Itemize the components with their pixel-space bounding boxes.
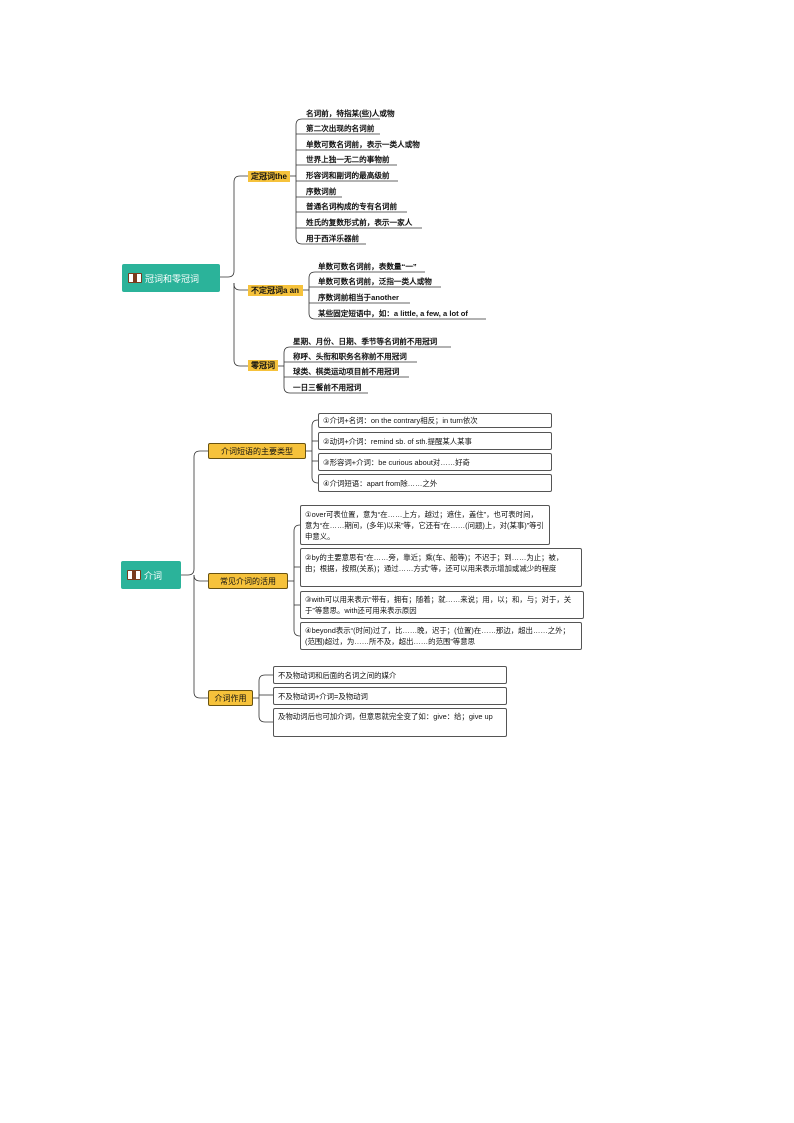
leaf-indefinite-3: 序数词前相当于another	[318, 293, 400, 302]
box-function-2: 不及物动词+介词=及物动词	[273, 687, 507, 705]
branch-preposition-function[interactable]: 介词作用	[208, 690, 253, 706]
box-usage-3: ③with可以用来表示“带有，拥有；随着；就……来说；用，以；和，与；对于，关于…	[300, 591, 584, 619]
book-icon	[128, 273, 142, 283]
leaf-definite-5: 形容词和副词的最高级前	[306, 171, 390, 180]
box-usage-1: ①over可表位置，意为“在……上方，越过；遮住，盖住”，也可表时间，意为“在……	[300, 505, 550, 545]
box-function-3: 及物动词后也可加介词，但意思就完全变了如：give：给；give up	[273, 708, 507, 737]
root-title: 冠词和零冠词	[145, 274, 200, 285]
leaf-definite-6: 序数词前	[306, 187, 337, 196]
leaf-definite-1: 名词前，特指某(些)人或物	[306, 109, 395, 118]
leaf-zero-3: 球类、棋类运动项目前不用冠词	[293, 367, 400, 376]
leaf-definite-9: 用于西洋乐器前	[306, 234, 360, 243]
leaf-definite-3: 单数可数名词前，表示一类人或物	[306, 140, 420, 149]
root-node-articles[interactable]: 冠词和零冠词	[122, 264, 220, 292]
leaf-definite-4: 世界上独一无二的事物前	[306, 155, 390, 164]
branch-indefinite-article[interactable]: 不定冠词a an	[248, 285, 303, 296]
leaf-definite-8: 姓氏的复数形式前，表示一家人	[306, 218, 413, 227]
branch-common-preposition-usage[interactable]: 常见介词的活用	[208, 573, 288, 589]
leaf-zero-4: 一日三餐前不用冠词	[293, 383, 362, 392]
box-types-1: ①介词+名词：on the contrary相反；in turn依次	[318, 413, 552, 428]
leaf-indefinite-2: 单数可数名词前，泛指一类人或物	[318, 277, 432, 286]
root-title: 介词	[144, 571, 163, 582]
branch-preposition-phrase-types[interactable]: 介词短语的主要类型	[208, 443, 306, 459]
box-function-1: 不及物动词和后面的名词之间的媒介	[273, 666, 507, 684]
leaf-definite-7: 普通名词构成的专有名词前	[306, 202, 398, 211]
leaf-indefinite-4: 某些固定短语中，如：a little, a few, a lot of	[318, 309, 468, 318]
leaf-zero-2: 称呼、头衔和职务名称前不用冠词	[293, 352, 407, 361]
leaf-definite-2: 第二次出现的名词前	[306, 124, 375, 133]
box-types-2: ②动词+介词：remind sb. of sth.提醒某人某事	[318, 432, 552, 450]
box-types-3: ③形容词+介词：be curious about对……好奇	[318, 453, 552, 471]
branch-zero-article[interactable]: 零冠词	[248, 360, 278, 371]
box-types-4: ④介词短语：apart from除……之外	[318, 474, 552, 492]
book-icon	[127, 570, 141, 580]
box-usage-2: ②by的主要意思有“在……旁，靠近；乘(车、船等)；不迟于；到……为止；被，由；…	[300, 548, 582, 587]
branch-definite-article[interactable]: 定冠词the	[248, 171, 290, 182]
leaf-indefinite-1: 单数可数名词前，表数量“一”	[318, 262, 417, 271]
leaf-zero-1: 星期、月份、日期、季节等名词前不用冠词	[293, 337, 438, 346]
root-node-prepositions[interactable]: 介词	[121, 561, 181, 589]
box-usage-4: ④beyond表示“(时间)过了，比……晚，迟于；(位置)在……那边，超出……之…	[300, 622, 582, 650]
